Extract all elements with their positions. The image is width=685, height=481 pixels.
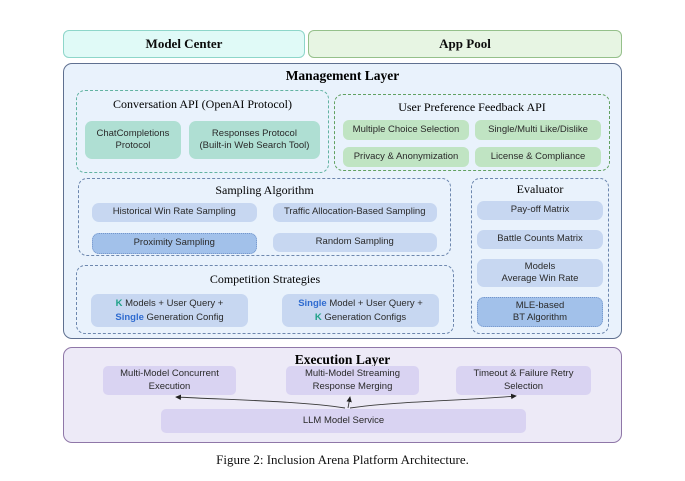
llm-model-service-box: LLM Model Service bbox=[161, 409, 526, 433]
models-average-win-rate-box: Models Average Win Rate bbox=[477, 259, 603, 287]
user-preference-feedback-api-group: User Preference Feedback API Multiple Ch… bbox=[334, 94, 610, 171]
sampling-algorithm-title: Sampling Algorithm bbox=[215, 183, 314, 197]
sampling-algorithm-items: Historical Win Rate Sampling Traffic All… bbox=[92, 203, 437, 254]
app-pool-box: App Pool bbox=[308, 30, 622, 58]
multi-model-concurrent-execution-box: Multi-Model Concurrent Execution bbox=[103, 366, 236, 395]
sampling-algorithm-group: Sampling Algorithm Historical Win Rate S… bbox=[78, 178, 451, 256]
management-layer-title: Management Layer bbox=[285, 68, 400, 83]
execution-layer: Execution Layer Multi-Model Concurrent E… bbox=[63, 347, 622, 443]
evaluator-items: Pay-off Matrix Battle Counts Matrix Mode… bbox=[477, 201, 603, 327]
privacy-anonymization-box: Privacy & Anonymization bbox=[343, 147, 469, 167]
competition-strategies-title: Competition Strategies bbox=[209, 272, 321, 286]
strategy-b-line2: K Generation Configs bbox=[314, 311, 407, 323]
figure-caption: Figure 2: Inclusion Arena Platform Archi… bbox=[216, 452, 469, 467]
multi-model-streaming-response-merging-box: Multi-Model Streaming Response Merging bbox=[286, 366, 419, 395]
strategy-single-model-k-configs-box: Single Model + User Query + K Generation… bbox=[282, 294, 439, 327]
chatcompletions-protocol-box: ChatCompletions Protocol bbox=[85, 121, 181, 159]
execution-layer-title: Execution Layer bbox=[294, 352, 391, 367]
conversation-api-title: Conversation API (OpenAI Protocol) bbox=[113, 97, 292, 111]
proximity-sampling-box: Proximity Sampling bbox=[92, 233, 257, 254]
traffic-allocation-based-sampling-box: Traffic Allocation-Based Sampling bbox=[272, 203, 437, 222]
model-center-box: Model Center bbox=[63, 30, 305, 58]
evaluator-group: Evaluator Pay-off Matrix Battle Counts M… bbox=[471, 178, 609, 334]
strategy-a-line2: Single Generation Config bbox=[115, 311, 224, 323]
responses-protocol-box: Responses Protocol (Built-in Web Search … bbox=[188, 121, 320, 159]
user-preference-feedback-api-title: User Preference Feedback API bbox=[398, 100, 546, 114]
strategy-b-line1: Single Model + User Query + bbox=[298, 298, 423, 310]
battle-counts-matrix-box: Battle Counts Matrix bbox=[477, 230, 603, 249]
conversation-api-group: Conversation API (OpenAI Protocol) ChatC… bbox=[76, 90, 329, 173]
evaluator-title: Evaluator bbox=[516, 182, 564, 196]
license-compliance-box: License & Compliance bbox=[475, 147, 601, 167]
competition-strategies-group: Competition Strategies K Models + User Q… bbox=[76, 265, 454, 334]
single-multi-like-dislike-box: Single/Multi Like/Dislike bbox=[475, 120, 601, 140]
feedback-api-items: Multiple Choice Selection Single/Multi L… bbox=[343, 120, 601, 167]
management-layer: Management Layer Conversation API (OpenA… bbox=[63, 63, 622, 339]
pay-off-matrix-box: Pay-off Matrix bbox=[477, 201, 603, 220]
timeout-failure-retry-selection-box: Timeout & Failure Retry Selection bbox=[456, 366, 591, 395]
strategy-a-line1: K Models + User Query + bbox=[115, 298, 224, 310]
competition-strategies-items: K Models + User Query + Single Generatio… bbox=[91, 294, 439, 327]
multiple-choice-selection-box: Multiple Choice Selection bbox=[343, 120, 469, 140]
random-sampling-box: Random Sampling bbox=[272, 233, 437, 252]
historical-win-rate-sampling-box: Historical Win Rate Sampling bbox=[92, 203, 257, 222]
mle-based-bt-algorithm-box: MLE-based BT Algorithm bbox=[477, 297, 603, 327]
conversation-api-items: ChatCompletions Protocol Responses Proto… bbox=[77, 121, 328, 159]
strategy-k-models-single-config-box: K Models + User Query + Single Generatio… bbox=[91, 294, 248, 327]
